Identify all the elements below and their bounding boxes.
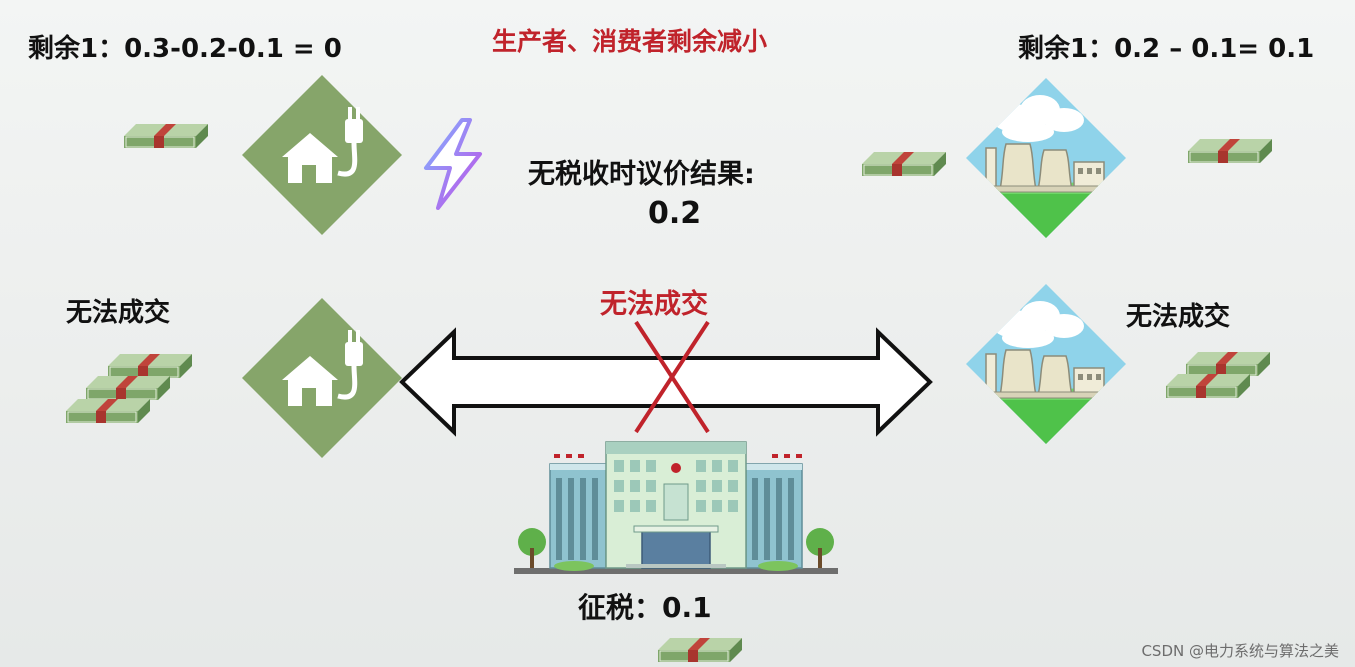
lightning-bolt-icon	[424, 118, 482, 210]
headline: 生产者、消费者剩余减小	[492, 27, 768, 56]
cash-bundle-icon	[1187, 138, 1273, 164]
no-tax-price-label: 无税收时议价结果:	[528, 159, 755, 190]
cash-bundle-icon	[1165, 373, 1251, 399]
cash-bundle-icon	[123, 123, 209, 149]
house-plug-icon	[242, 75, 402, 235]
surplus-right-label: 剩余1：0.2 – 0.1= 0.1	[1018, 34, 1315, 64]
watermark: CSDN @电力系统与算法之美	[1141, 642, 1339, 660]
tax-label: 征税：0.1	[578, 591, 712, 624]
no-tax-price-value: 0.2	[648, 196, 702, 231]
house-plug-icon	[242, 298, 402, 458]
power-plant-icon	[966, 284, 1126, 444]
double-arrow-icon	[399, 327, 933, 437]
cash-bundle-icon	[861, 151, 947, 177]
surplus-left-label: 剩余1：0.3-0.2-0.1 = 0	[28, 34, 342, 64]
cash-bundle-icon	[65, 398, 151, 424]
cash-bundle-icon	[657, 637, 743, 663]
red-cross-icon	[634, 320, 710, 434]
no-deal-left-label: 无法成交	[66, 298, 171, 328]
government-building-icon	[514, 441, 838, 574]
no-deal-center-label: 无法成交	[600, 289, 708, 320]
no-deal-right-label: 无法成交	[1126, 302, 1231, 332]
power-plant-icon	[966, 78, 1126, 238]
